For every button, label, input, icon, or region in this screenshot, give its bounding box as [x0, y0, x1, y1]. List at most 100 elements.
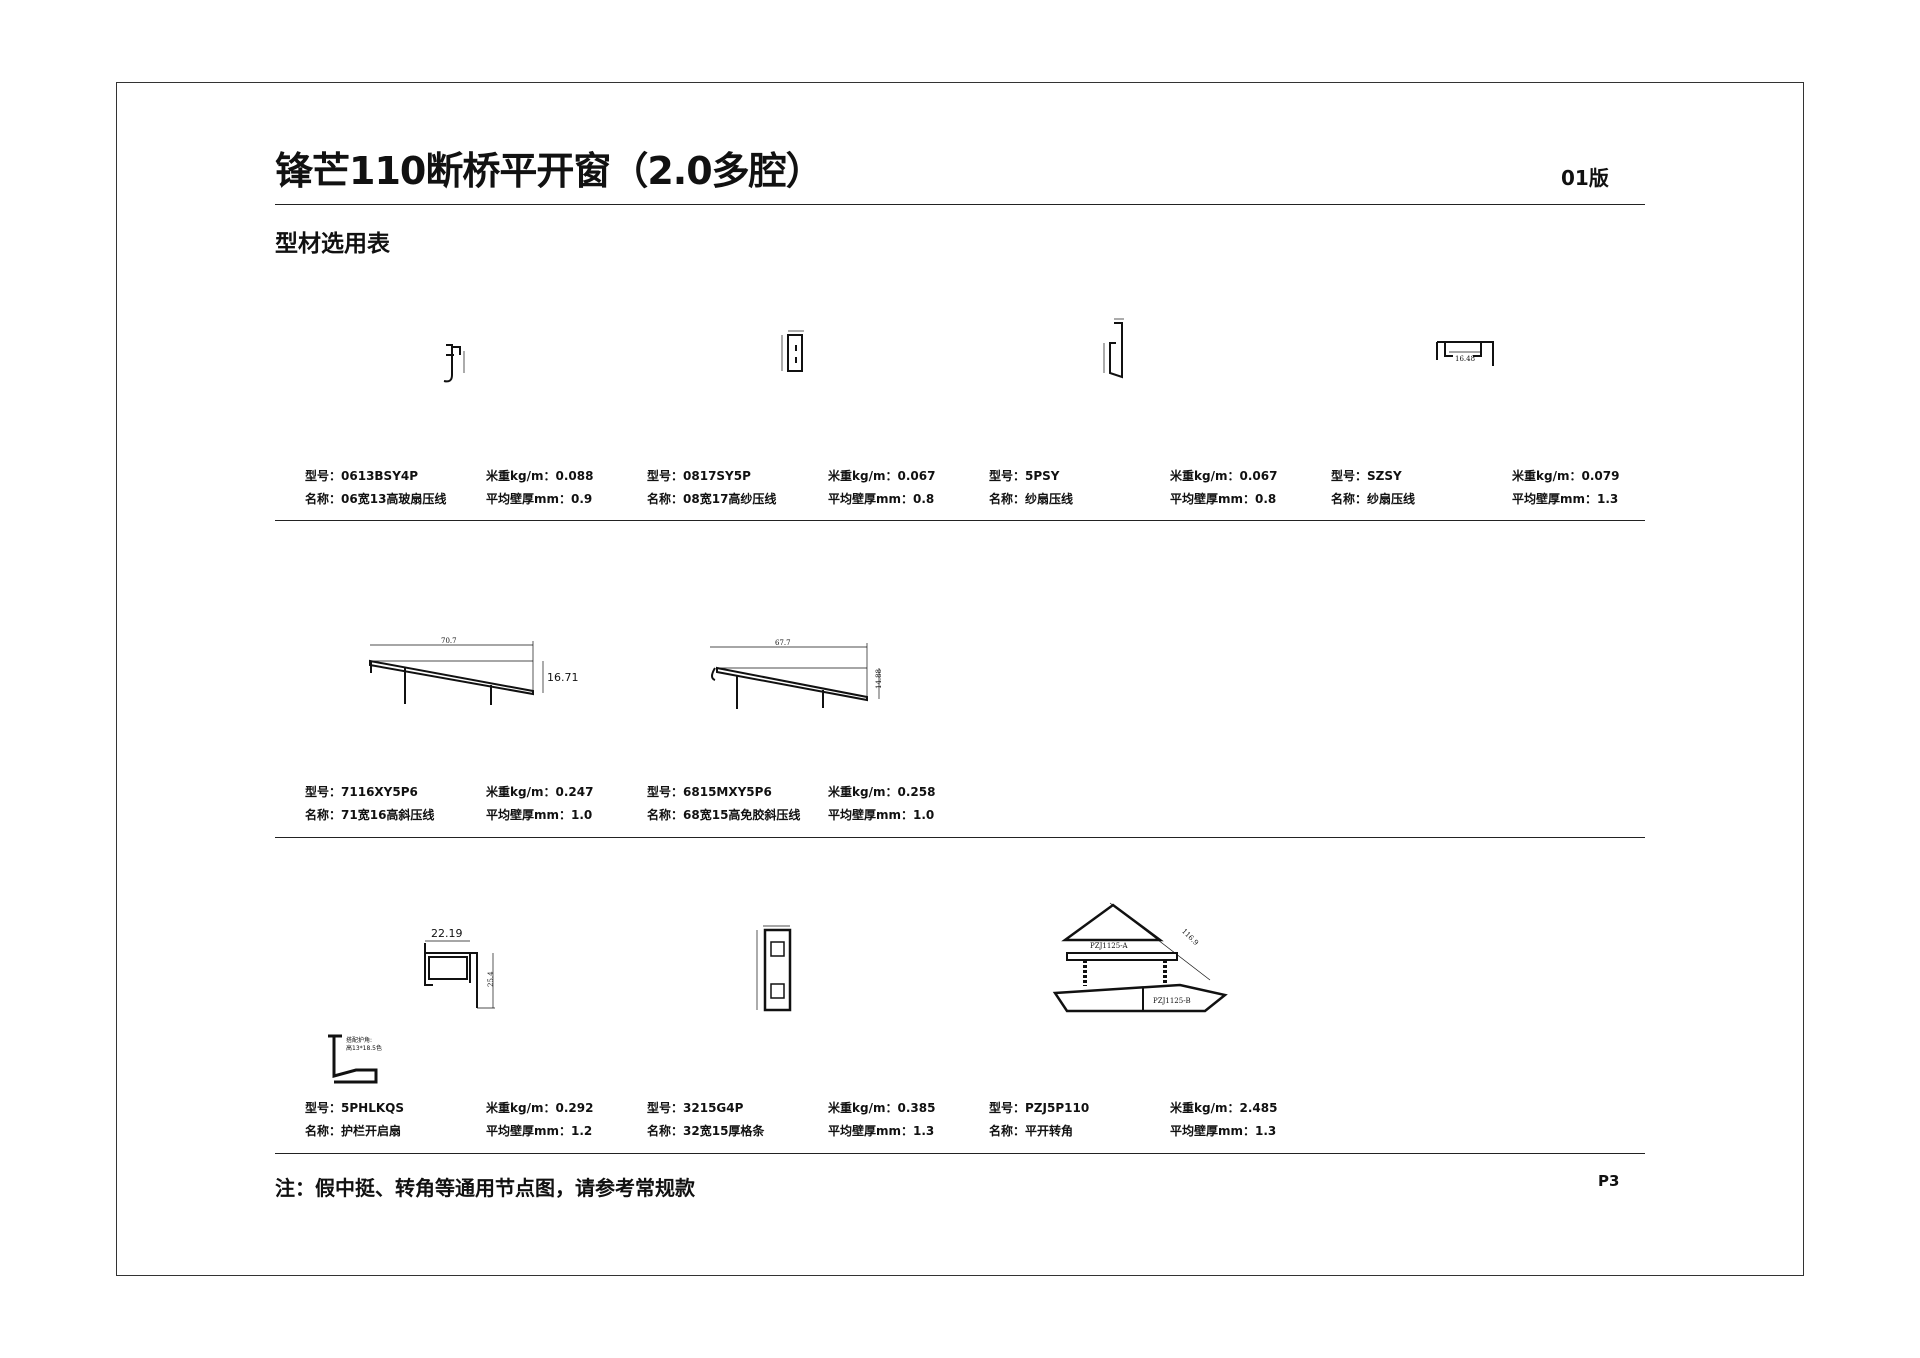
profile-drawing-0817SY5P — [781, 330, 804, 372]
profile-drawing-7116XY5P6: 70.7 16.71 — [369, 637, 579, 705]
profile-drawing-3215G4P — [756, 925, 792, 1012]
dim-label: 67.7 — [775, 639, 791, 647]
profile-name: 名称：68宽15高免胶斜压线 — [647, 806, 800, 823]
dim-label: 22.19 — [431, 927, 463, 940]
profile-model-label: 型号： — [305, 785, 342, 799]
profile-weight: 米重kg/m：0.292 — [486, 1099, 593, 1116]
dim-label: 116.9 — [1180, 927, 1200, 947]
profile-thickness: 平均壁厚mm：1.0 — [486, 806, 592, 823]
profile-drawing-PZJ5P110: PZJ1125-A 116.9 PZJ1125-B — [1052, 902, 1228, 1013]
profile-model-label: 型号： — [647, 1101, 684, 1115]
profile-name-label: 名称： — [305, 808, 342, 822]
profile-model: 型号：5PSY — [989, 467, 1060, 484]
profile-thickness-value: 1.0 — [571, 808, 593, 822]
profile-name-label: 名称： — [647, 492, 684, 506]
profile-weight-label: 米重kg/m： — [828, 469, 898, 483]
profile-weight-value: 2.485 — [1239, 1101, 1278, 1115]
profile-name-label: 名称： — [647, 808, 684, 822]
page-number: P3 — [1598, 1172, 1620, 1190]
profile-name-value: 71宽16高斜压线 — [341, 808, 435, 822]
profile-thickness: 平均壁厚mm：1.3 — [1512, 490, 1618, 507]
corner-guard-drawing: 搭配护角: 高13*18.5色 — [328, 1034, 382, 1084]
profile-model-value: 6815MXY5P6 — [683, 785, 772, 799]
profile-drawing-5PSY — [1103, 318, 1124, 379]
profile-thickness-value: 1.2 — [571, 1124, 593, 1138]
profile-model-value: PZJ5P110 — [1025, 1101, 1090, 1115]
profile-weight-value: 0.385 — [897, 1101, 936, 1115]
profile-thickness-label: 平均壁厚mm： — [1170, 492, 1256, 506]
profile-weight: 米重kg/m：0.079 — [1512, 467, 1619, 484]
profile-weight: 米重kg/m：2.485 — [1170, 1099, 1277, 1116]
dim-label: 16.71 — [547, 671, 579, 684]
profile-drawing-6815MXY5P6: 67.7 14.88 — [710, 639, 883, 709]
profile-name: 名称：纱扇压线 — [1331, 490, 1415, 507]
profile-model-label: 型号： — [1331, 469, 1368, 483]
page-frame — [116, 82, 1804, 1276]
profile-model-value: 3215G4P — [683, 1101, 744, 1115]
profile-thickness-label: 平均壁厚mm： — [828, 808, 914, 822]
profile-thickness-label: 平均壁厚mm： — [828, 492, 914, 506]
profile-weight-value: 0.067 — [1239, 469, 1278, 483]
profile-model-label: 型号： — [989, 1101, 1026, 1115]
profile-name: 名称：纱扇压线 — [989, 490, 1073, 507]
profile-name-value: 平开转角 — [1025, 1124, 1074, 1138]
profile-name: 名称：06宽13高玻扇压线 — [305, 490, 446, 507]
profile-model: 型号：5PHLKQS — [305, 1099, 404, 1116]
profile-name-value: 68宽15高免胶斜压线 — [683, 808, 801, 822]
profile-name: 名称：08宽17高纱压线 — [647, 490, 776, 507]
profile-weight: 米重kg/m：0.067 — [828, 467, 935, 484]
profile-weight: 米重kg/m：0.247 — [486, 783, 593, 800]
profile-name-label: 名称： — [305, 492, 342, 506]
profile-model-label: 型号： — [305, 469, 342, 483]
profile-thickness-label: 平均壁厚mm： — [486, 492, 572, 506]
profile-weight-value: 0.292 — [555, 1101, 594, 1115]
profile-weight-value: 0.247 — [555, 785, 594, 799]
profile-weight-label: 米重kg/m： — [486, 1101, 556, 1115]
title-divider — [275, 204, 1645, 205]
profile-weight-label: 米重kg/m： — [1170, 469, 1240, 483]
profile-name-label: 名称： — [989, 492, 1026, 506]
profile-weight-label: 米重kg/m： — [828, 785, 898, 799]
profile-name-value: 纱扇压线 — [1025, 492, 1074, 506]
profile-thickness-label: 平均壁厚mm： — [828, 1124, 914, 1138]
profile-weight: 米重kg/m：0.067 — [1170, 467, 1277, 484]
row-divider — [275, 520, 1645, 521]
profile-weight: 米重kg/m：0.088 — [486, 467, 593, 484]
profile-thickness-value: 1.3 — [1255, 1124, 1277, 1138]
profile-model: 型号：7116XY5P6 — [305, 783, 418, 800]
dim-label: 70.7 — [441, 637, 457, 645]
profile-weight-value: 0.088 — [555, 469, 594, 483]
footer-note: 注：假中挺、转角等通用节点图，请参考常规款 — [275, 1176, 695, 1200]
profile-name-label: 名称： — [647, 1124, 684, 1138]
profile-model: 型号：PZJ5P110 — [989, 1099, 1089, 1116]
profile-thickness-label: 平均壁厚mm： — [1170, 1124, 1256, 1138]
profile-thickness-label: 平均壁厚mm： — [486, 808, 572, 822]
profile-model: 型号：6815MXY5P6 — [647, 783, 772, 800]
profile-model-label: 型号： — [647, 785, 684, 799]
profile-weight-value: 0.258 — [897, 785, 936, 799]
profile-weight-label: 米重kg/m： — [828, 1101, 898, 1115]
profile-name-label: 名称： — [305, 1124, 342, 1138]
profile-model: 型号：3215G4P — [647, 1099, 743, 1116]
corner-note: 搭配护角: — [346, 1036, 372, 1044]
row-divider — [275, 837, 1645, 838]
profile-weight-label: 米重kg/m： — [486, 469, 556, 483]
profile-thickness: 平均壁厚mm：0.8 — [828, 490, 934, 507]
profile-thickness: 平均壁厚mm：1.0 — [828, 806, 934, 823]
profile-thickness: 平均壁厚mm：1.3 — [1170, 1122, 1276, 1139]
profile-name: 名称：71宽16高斜压线 — [305, 806, 434, 823]
dim-label: 25.4 — [487, 971, 495, 987]
page-title: 锋芒110断桥平开窗（2.0多腔） — [275, 149, 824, 193]
part-label: PZJ1125-B — [1153, 997, 1191, 1005]
profile-name-label: 名称： — [1331, 492, 1368, 506]
profile-thickness-label: 平均壁厚mm： — [1512, 492, 1598, 506]
profile-name-value: 32宽15厚格条 — [683, 1124, 765, 1138]
profile-thickness-value: 0.9 — [571, 492, 593, 506]
profile-model-value: 5PHLKQS — [341, 1101, 404, 1115]
profile-model-label: 型号： — [647, 469, 684, 483]
profile-thickness: 平均壁厚mm：1.3 — [828, 1122, 934, 1139]
profile-weight-label: 米重kg/m： — [486, 785, 556, 799]
profile-thickness-value: 1.0 — [913, 808, 935, 822]
profile-model-value: SZSY — [1367, 469, 1402, 483]
profile-weight-label: 米重kg/m： — [1512, 469, 1582, 483]
